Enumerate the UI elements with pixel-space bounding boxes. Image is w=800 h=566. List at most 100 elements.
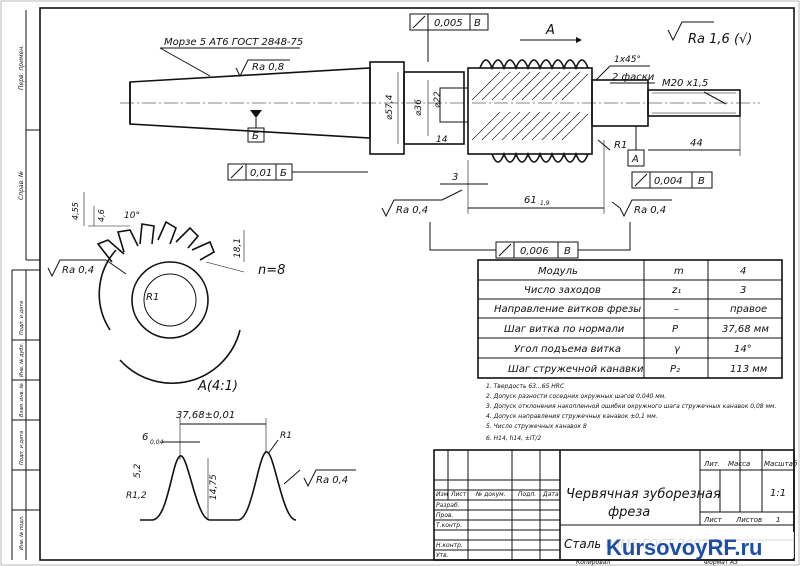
- drawing-frame: [39, 7, 795, 561]
- svg-text:1:1: 1:1: [770, 488, 786, 499]
- svg-text:Разраб.: Разраб.: [436, 502, 460, 509]
- svg-text:В: В: [564, 246, 571, 257]
- svg-text:1: 1: [776, 516, 780, 524]
- tolerance-frame-bottom: 0,006 В: [429, 222, 631, 259]
- svg-text:R1: R1: [614, 140, 627, 151]
- svg-text:KursovoyRF.ru: KursovoyRF.ru: [606, 535, 762, 560]
- view-a-arrow: А: [520, 23, 582, 43]
- svg-text:61: 61: [524, 195, 537, 206]
- stamp-replace-inv: Взам. инв. №: [19, 383, 25, 417]
- svg-text:37,68 мм: 37,68 мм: [722, 324, 769, 335]
- svg-text:А: А: [545, 23, 555, 38]
- svg-text:Пров.: Пров.: [436, 512, 454, 519]
- svg-text:4,6: 4,6: [97, 209, 106, 222]
- svg-text:Ra 0,8: Ra 0,8: [252, 62, 284, 73]
- svg-text:Копировал: Копировал: [576, 559, 610, 566]
- svg-text:Угол подъема витка: Угол подъема витка: [514, 344, 621, 355]
- svg-text:Морзе 5 АТ6 ГОСТ 2848-75: Морзе 5 АТ6 ГОСТ 2848-75: [164, 37, 303, 48]
- svg-text:фреза: фреза: [608, 505, 650, 520]
- dim-d57: ⌀57,4: [385, 94, 395, 120]
- svg-text:1x45°: 1x45°: [614, 55, 641, 65]
- svg-text:Модуль: Модуль: [538, 266, 578, 277]
- svg-text:Лист: Лист: [450, 491, 467, 498]
- tooth-profile: 37,68±0,01 6 0,04 5,2 14,75 R1,2 R1: [126, 410, 297, 521]
- svg-text:5. Число стружечных канавок 8: 5. Число стружечных канавок 8: [486, 423, 587, 430]
- svg-text:2. Допуск разности соседних ок: 2. Допуск разности соседних окружных шаг…: [486, 393, 666, 400]
- svg-text:Б: Б: [252, 131, 259, 142]
- svg-text:m: m: [674, 266, 684, 277]
- svg-text:В: В: [698, 176, 705, 187]
- svg-text:3: 3: [452, 172, 458, 183]
- svg-text:0,004: 0,004: [654, 176, 683, 187]
- svg-text:6. H14, h14, ±IT/2: 6. H14, h14, ±IT/2: [486, 435, 541, 442]
- svg-text:Т.контр.: Т.контр.: [436, 522, 462, 529]
- hob-main-view: [120, 59, 760, 163]
- svg-text:14,75: 14,75: [209, 474, 219, 500]
- svg-text:14°: 14°: [734, 344, 752, 355]
- svg-text:А3: А3: [729, 559, 738, 566]
- stamp-first-use: Перв. примен.: [18, 45, 25, 90]
- svg-text:R1,2: R1,2: [126, 491, 147, 501]
- drawing-title: Червячная зуборезная: [566, 487, 721, 502]
- svg-text:3: 3: [740, 285, 746, 296]
- svg-text:γ: γ: [674, 344, 681, 355]
- svg-text:10°: 10°: [124, 211, 140, 221]
- svg-text:2 фаски: 2 фаски: [612, 72, 655, 83]
- svg-text:Ra 1,6 (√): Ra 1,6 (√): [688, 32, 752, 47]
- dim-14: 14: [436, 135, 448, 145]
- title-block: Изм Лист № докум. Подп. Дата Разраб. Про…: [433, 449, 798, 566]
- svg-text:z₁: z₁: [671, 285, 681, 296]
- svg-text:R1: R1: [280, 431, 292, 441]
- stamp-orig-inv: Инв. № подл.: [19, 516, 25, 551]
- svg-text:1,9: 1,9: [540, 200, 550, 207]
- roughness-general: Ra 1,6 (√): [667, 21, 752, 47]
- svg-text:Число заходов: Число заходов: [524, 285, 601, 296]
- svg-text:0,01: 0,01: [250, 168, 272, 179]
- svg-text:–: –: [674, 304, 679, 315]
- svg-text:113 мм: 113 мм: [730, 364, 768, 375]
- watermark: KursovoyRF.ru: [600, 532, 794, 560]
- svg-text:Подп.: Подп.: [518, 491, 536, 498]
- svg-text:18,1: 18,1: [233, 238, 243, 258]
- svg-text:R1: R1: [146, 292, 159, 303]
- n-label: n=8: [258, 263, 285, 278]
- svg-text:Листов: Листов: [735, 516, 762, 524]
- svg-text:4,55: 4,55: [71, 202, 80, 220]
- dim-44: 44: [648, 116, 741, 156]
- svg-text:№ докум.: № докум.: [475, 491, 506, 498]
- tolerance-frame-b: 0,01 Б: [227, 163, 368, 181]
- svg-text:Ra 0,4: Ra 0,4: [316, 475, 348, 486]
- roughness-view-a: Ra 0,4: [47, 259, 127, 278]
- roughness-ra04-right: Ra 0,4: [611, 199, 672, 218]
- roughness-tooth: Ra 0,4: [283, 469, 356, 488]
- svg-text:Дата: Дата: [542, 491, 559, 498]
- taper-callout: Морзе 5 АТ6 ГОСТ 2848-75 Ra 0,8: [159, 37, 303, 78]
- hob-section-hatch: [471, 71, 589, 141]
- stamp-ref-no: Справ. №: [18, 171, 25, 200]
- view-a-detail: R1 n=8 А(4:1) 4,55 4,6 10° 18,1: [71, 192, 285, 394]
- svg-text:Ra 0,4: Ra 0,4: [396, 205, 428, 216]
- view-label: А(4:1): [197, 379, 238, 394]
- tolerance-frame-right: 0,004 В: [631, 171, 713, 189]
- svg-text:0,006: 0,006: [520, 246, 549, 257]
- technical-notes: 1. Твердость 63...65 HRC 2. Допуск разно…: [486, 383, 777, 442]
- chamfer-callout: 1x45° 2 фаски М20 x1,5: [595, 55, 727, 105]
- svg-text:6: 6: [142, 432, 148, 443]
- svg-text:0,04: 0,04: [150, 439, 164, 446]
- svg-text:3. Допуск отклонения накопленн: 3. Допуск отклонения накопленной ошибки …: [486, 403, 777, 410]
- svg-text:P₂: P₂: [670, 364, 680, 375]
- svg-text:В: В: [474, 18, 481, 29]
- svg-text:Утв.: Утв.: [436, 552, 449, 559]
- side-stamp-column: Перв. примен. Справ. № Подп. и дата Инв.…: [11, 10, 40, 560]
- svg-text:Шаг витка по нормали: Шаг витка по нормали: [504, 324, 625, 335]
- tolerance-frame-top: 0,005 В: [409, 13, 489, 62]
- svg-text:4: 4: [740, 266, 746, 277]
- stamp-sign-date-2: Подп. и дата: [19, 431, 25, 465]
- stamp-sign-date-1: Подп. и дата: [19, 301, 25, 335]
- svg-text:Б: Б: [280, 168, 287, 179]
- svg-text:А: А: [631, 154, 639, 165]
- svg-text:правое: правое: [730, 304, 767, 315]
- svg-text:Ra 0,4: Ra 0,4: [634, 205, 666, 216]
- dim-d36: ⌀36: [414, 99, 424, 116]
